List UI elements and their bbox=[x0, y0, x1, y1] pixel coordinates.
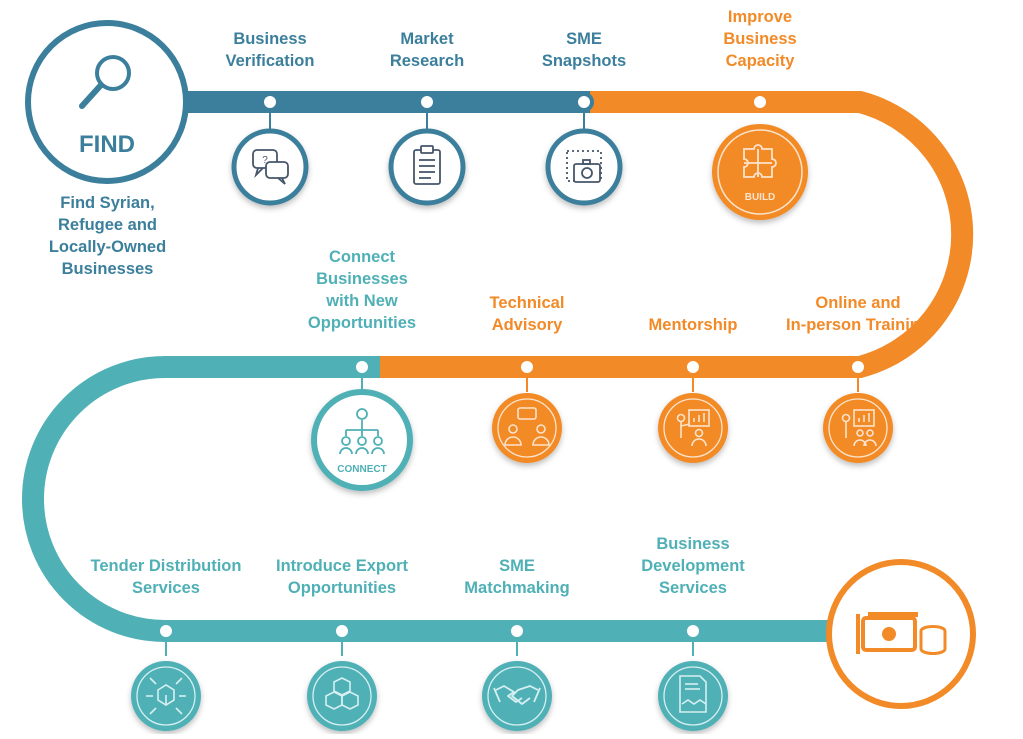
label-mentorship: Mentorship bbox=[648, 316, 738, 334]
svg-text:?: ? bbox=[262, 155, 268, 166]
magnifier-icon bbox=[79, 55, 131, 109]
path-dot bbox=[848, 357, 868, 377]
money-icon bbox=[826, 559, 976, 709]
path-dot bbox=[574, 92, 594, 112]
find-title: FIND bbox=[79, 131, 135, 158]
find-description: Find Syrian, Refugee and Locally-Owned B… bbox=[48, 194, 167, 278]
label-improve-business-capacity: Improve Business Capacity bbox=[723, 8, 797, 70]
connect-badge: CONNECT bbox=[337, 464, 386, 475]
path-dot bbox=[156, 621, 176, 641]
road-path bbox=[22, 91, 974, 642]
path-dot bbox=[260, 92, 280, 112]
path-dot bbox=[517, 357, 537, 377]
clipboard-icon bbox=[388, 128, 466, 206]
presentation-icon bbox=[658, 393, 728, 463]
path-dot bbox=[417, 92, 437, 112]
label-sme-matchmaking: SME Matchmaking bbox=[464, 557, 570, 597]
path-dot bbox=[683, 621, 703, 641]
label-market-research: Market Research bbox=[389, 30, 465, 70]
label-business-development: Business Development Services bbox=[641, 535, 745, 597]
road-segment-teal bbox=[22, 356, 830, 642]
label-technical-advisory: Technical Advisory bbox=[489, 294, 565, 334]
label-introduce-export: Introduce Export Opportunities bbox=[275, 557, 408, 597]
path-dot bbox=[352, 357, 372, 377]
training-icon bbox=[823, 393, 893, 463]
handshake-icon bbox=[482, 661, 552, 731]
path-dot bbox=[750, 92, 770, 112]
build-badge: BUILD bbox=[745, 192, 776, 203]
contract-icon bbox=[658, 661, 728, 731]
label-sme-snapshots: SME Snapshots bbox=[541, 30, 627, 70]
find-node: FIND bbox=[25, 20, 189, 184]
road-segment-orange-top bbox=[380, 91, 974, 378]
row1-dots bbox=[260, 92, 770, 130]
advisory-icon bbox=[492, 393, 562, 463]
network-icon bbox=[311, 389, 413, 491]
row2-dots bbox=[352, 357, 868, 392]
path-dot bbox=[683, 357, 703, 377]
label-business-verification: Business Verification bbox=[225, 30, 315, 70]
row3-dots bbox=[156, 621, 703, 656]
label-online-training: Online and In-person Training bbox=[786, 294, 930, 334]
path-dot bbox=[507, 621, 527, 641]
label-tender-distribution: Tender Distribution Services bbox=[90, 557, 242, 597]
label-connect-businesses: Connect Businesses with New Opportunitie… bbox=[307, 248, 417, 332]
path-dot bbox=[332, 621, 352, 641]
puzzle-icon bbox=[712, 124, 808, 220]
